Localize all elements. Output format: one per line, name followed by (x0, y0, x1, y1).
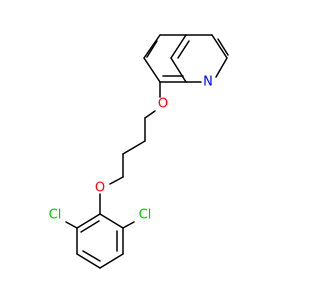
bond (109, 176, 124, 185)
bond (146, 40, 158, 58)
bond (65, 221, 78, 229)
bond (76, 253, 101, 269)
bond (177, 40, 190, 59)
bond (122, 221, 135, 229)
bond (99, 213, 124, 229)
bond (170, 34, 187, 59)
atom-label: O (95, 181, 105, 196)
atom-label: Cl (49, 208, 62, 223)
bond (217, 38, 229, 56)
bond (82, 250, 101, 262)
bond (143, 57, 161, 83)
bond (99, 253, 124, 269)
bond (211, 34, 228, 59)
bond (170, 57, 187, 83)
bond (143, 34, 161, 59)
atom-chlorine-right: Cl (139, 208, 152, 223)
bond (76, 213, 101, 229)
atom-label: Cl (139, 208, 152, 223)
atom-oxygen-bottom: O (95, 181, 105, 196)
bonds (65, 34, 229, 269)
bond (144, 110, 156, 119)
atom-oxygen-top: O (158, 97, 168, 112)
bond (80, 220, 100, 233)
atom-labels: N O O Cl Cl (49, 75, 213, 223)
atom-label: O (158, 97, 168, 112)
atom-chlorine-left: Cl (49, 208, 62, 223)
bond (122, 140, 146, 155)
bond (215, 57, 228, 78)
atom-nitrogen: N (203, 75, 213, 90)
atom-label: N (203, 75, 213, 90)
molecule-structure: N O O Cl Cl (49, 34, 229, 269)
